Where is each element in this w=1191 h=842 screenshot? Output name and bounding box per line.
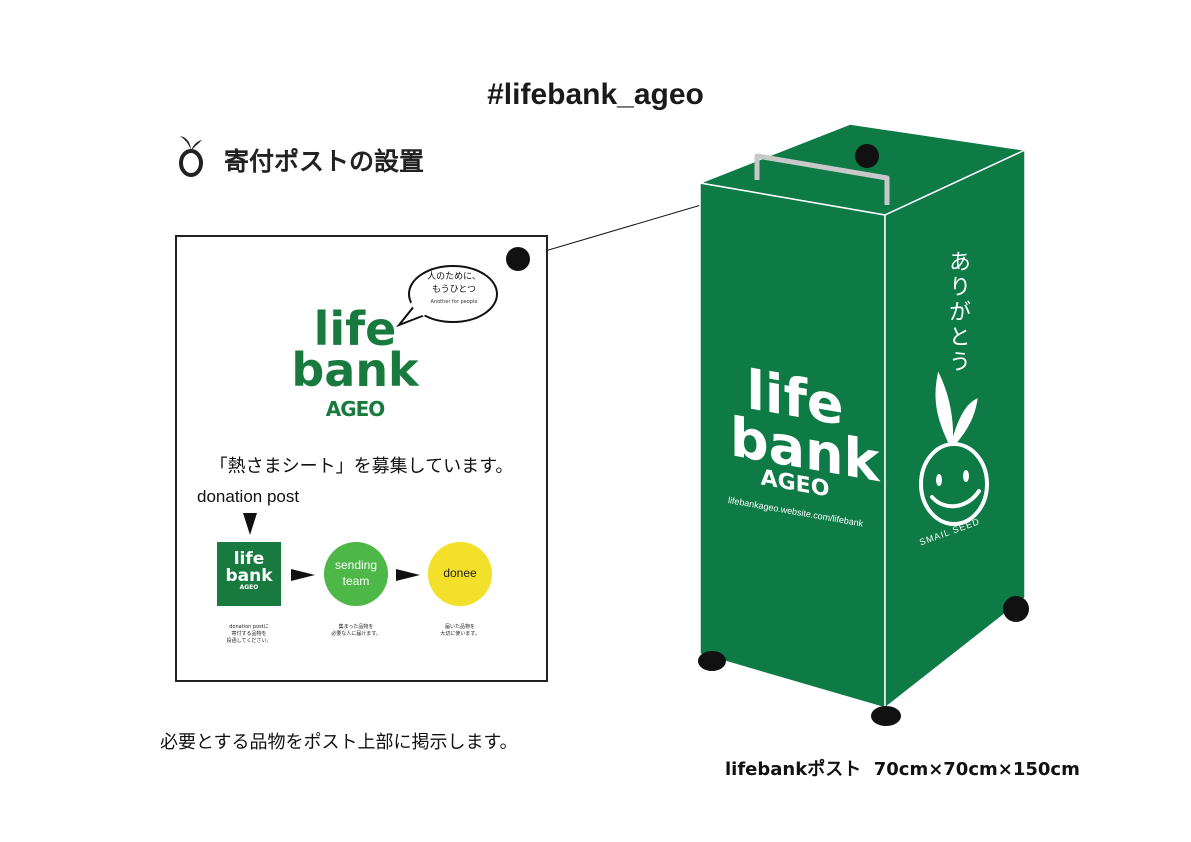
poster-marker-dot xyxy=(506,247,530,271)
recruit-text: 「熱さまシート」を募集しています。 xyxy=(209,456,514,477)
arrow-down-icon xyxy=(243,513,257,535)
box-logo: life bank AGEO xyxy=(730,358,879,507)
box-side-face xyxy=(884,148,1026,710)
donation-post-node: life bank AGEO xyxy=(217,542,281,606)
seed-icon xyxy=(179,136,203,177)
poster-logo-life: life xyxy=(313,302,397,356)
poster-logo-ageo: AGEO xyxy=(325,397,386,421)
donee-label: donee xyxy=(443,566,477,581)
sending-team-node: sending team xyxy=(324,542,388,606)
mini-logo-bank: bank xyxy=(225,566,273,586)
smiley-seed-icon xyxy=(919,371,989,526)
box-marker-dot xyxy=(855,144,879,168)
donee-node: donee xyxy=(428,542,492,606)
mini-logo-life: life xyxy=(233,549,265,569)
poster-logo-bank: bank xyxy=(291,343,419,397)
caster-wheel-icon xyxy=(698,596,1029,726)
caption-sending: 集まった品物を 必要な人に届けます。 xyxy=(331,624,381,637)
box-spec-text: lifebankポスト 70cm×70cm×150cm xyxy=(725,759,1080,780)
page-title: #lifebank_ageo xyxy=(487,78,704,111)
arrow-right-icon xyxy=(396,569,420,581)
bubble-line-2: もうひとつ xyxy=(431,285,477,295)
mini-logo-ageo: AGEO xyxy=(239,584,259,592)
caption-donation: donation postに 寄付する品物を 投函してください。 xyxy=(226,624,272,644)
speech-bubble-icon xyxy=(395,265,498,328)
handle-icon xyxy=(754,153,890,205)
caption-donee: 届いた品物を 大切に使います。 xyxy=(440,624,480,637)
bubble-line-1: 人のために、 xyxy=(427,272,481,282)
arrow-right-icon xyxy=(291,569,315,581)
box-thanks-text: ありがとう xyxy=(945,250,970,375)
sending-team-label: sending team xyxy=(334,558,378,588)
section-title: 寄付ポストの設置 xyxy=(224,147,425,176)
bubble-subtext: Another for people xyxy=(430,299,478,305)
donation-post-label: donation post xyxy=(197,487,300,506)
bottom-note: 必要とする品物をポスト上部に掲示します。 xyxy=(160,732,518,753)
donation-box-illustration xyxy=(697,123,1029,726)
